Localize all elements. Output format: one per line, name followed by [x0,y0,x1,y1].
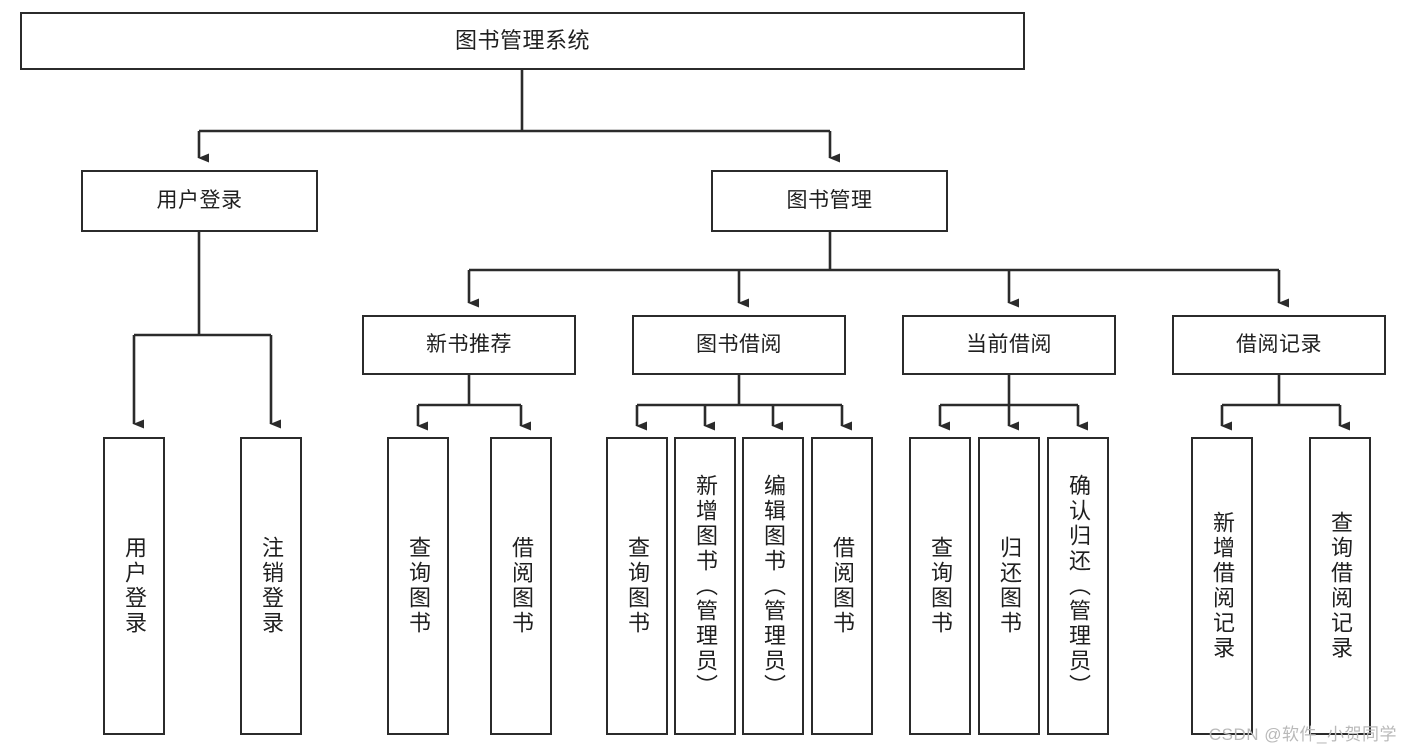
leaf-book-borrow-add-book-admin[interactable]: 新增图书（管理员） [674,437,736,735]
leaf-user-login-signin[interactable]: 用户登录 [103,437,165,735]
node-label: 新书推荐 [426,332,512,356]
node-label: 图书管理系统 [454,28,590,54]
node-label: 查询图书 [928,536,953,636]
node-label: 新增图书（管理员） [693,473,718,699]
node-label: 查询借阅记录 [1328,511,1353,661]
leaf-borrow-record-add-record[interactable]: 新增借阅记录 [1191,437,1253,735]
node-label: 确认归还（管理员） [1066,473,1091,699]
leaf-book-borrow-query-book[interactable]: 查询图书 [606,437,668,735]
node-label: 图书借阅 [696,332,782,356]
node-label: 用户登录 [122,536,147,636]
node-label: 借阅图书 [830,536,855,636]
node-label: 新增借阅记录 [1210,511,1235,661]
leaf-current-borrow-return-book[interactable]: 归还图书 [978,437,1040,735]
node-label: 借阅图书 [509,536,534,636]
node-label: 用户登录 [156,188,243,212]
leaf-borrow-record-query-record[interactable]: 查询借阅记录 [1309,437,1371,735]
csdn-watermark: CSDN @软件_小贺同学 [1208,725,1397,744]
node-label: 图书管理 [786,188,873,212]
node-book-borrow[interactable]: 图书借阅 [632,315,846,375]
leaf-book-borrow-edit-book-admin[interactable]: 编辑图书（管理员） [742,437,804,735]
node-label: 当前借阅 [966,332,1052,356]
node-label: 归还图书 [997,536,1022,636]
leaf-new-book-borrow-book[interactable]: 借阅图书 [490,437,552,735]
node-book-management[interactable]: 图书管理 [711,170,948,232]
node-new-book-recommend[interactable]: 新书推荐 [362,315,576,375]
leaf-user-login-signout[interactable]: 注销登录 [240,437,302,735]
node-label: 借阅记录 [1236,332,1322,356]
node-label: 编辑图书（管理员） [761,473,786,699]
leaf-book-borrow-borrow-book[interactable]: 借阅图书 [811,437,873,735]
node-label: 查询图书 [406,536,431,636]
node-borrow-record[interactable]: 借阅记录 [1172,315,1386,375]
node-label: 查询图书 [625,536,650,636]
node-root-book-management-system[interactable]: 图书管理系统 [20,12,1025,70]
node-label: 注销登录 [259,536,284,636]
node-current-borrow[interactable]: 当前借阅 [902,315,1116,375]
leaf-new-book-query-book[interactable]: 查询图书 [387,437,449,735]
leaf-current-borrow-query-book[interactable]: 查询图书 [909,437,971,735]
node-user-login[interactable]: 用户登录 [81,170,318,232]
leaf-current-borrow-confirm-return-admin[interactable]: 确认归还（管理员） [1047,437,1109,735]
